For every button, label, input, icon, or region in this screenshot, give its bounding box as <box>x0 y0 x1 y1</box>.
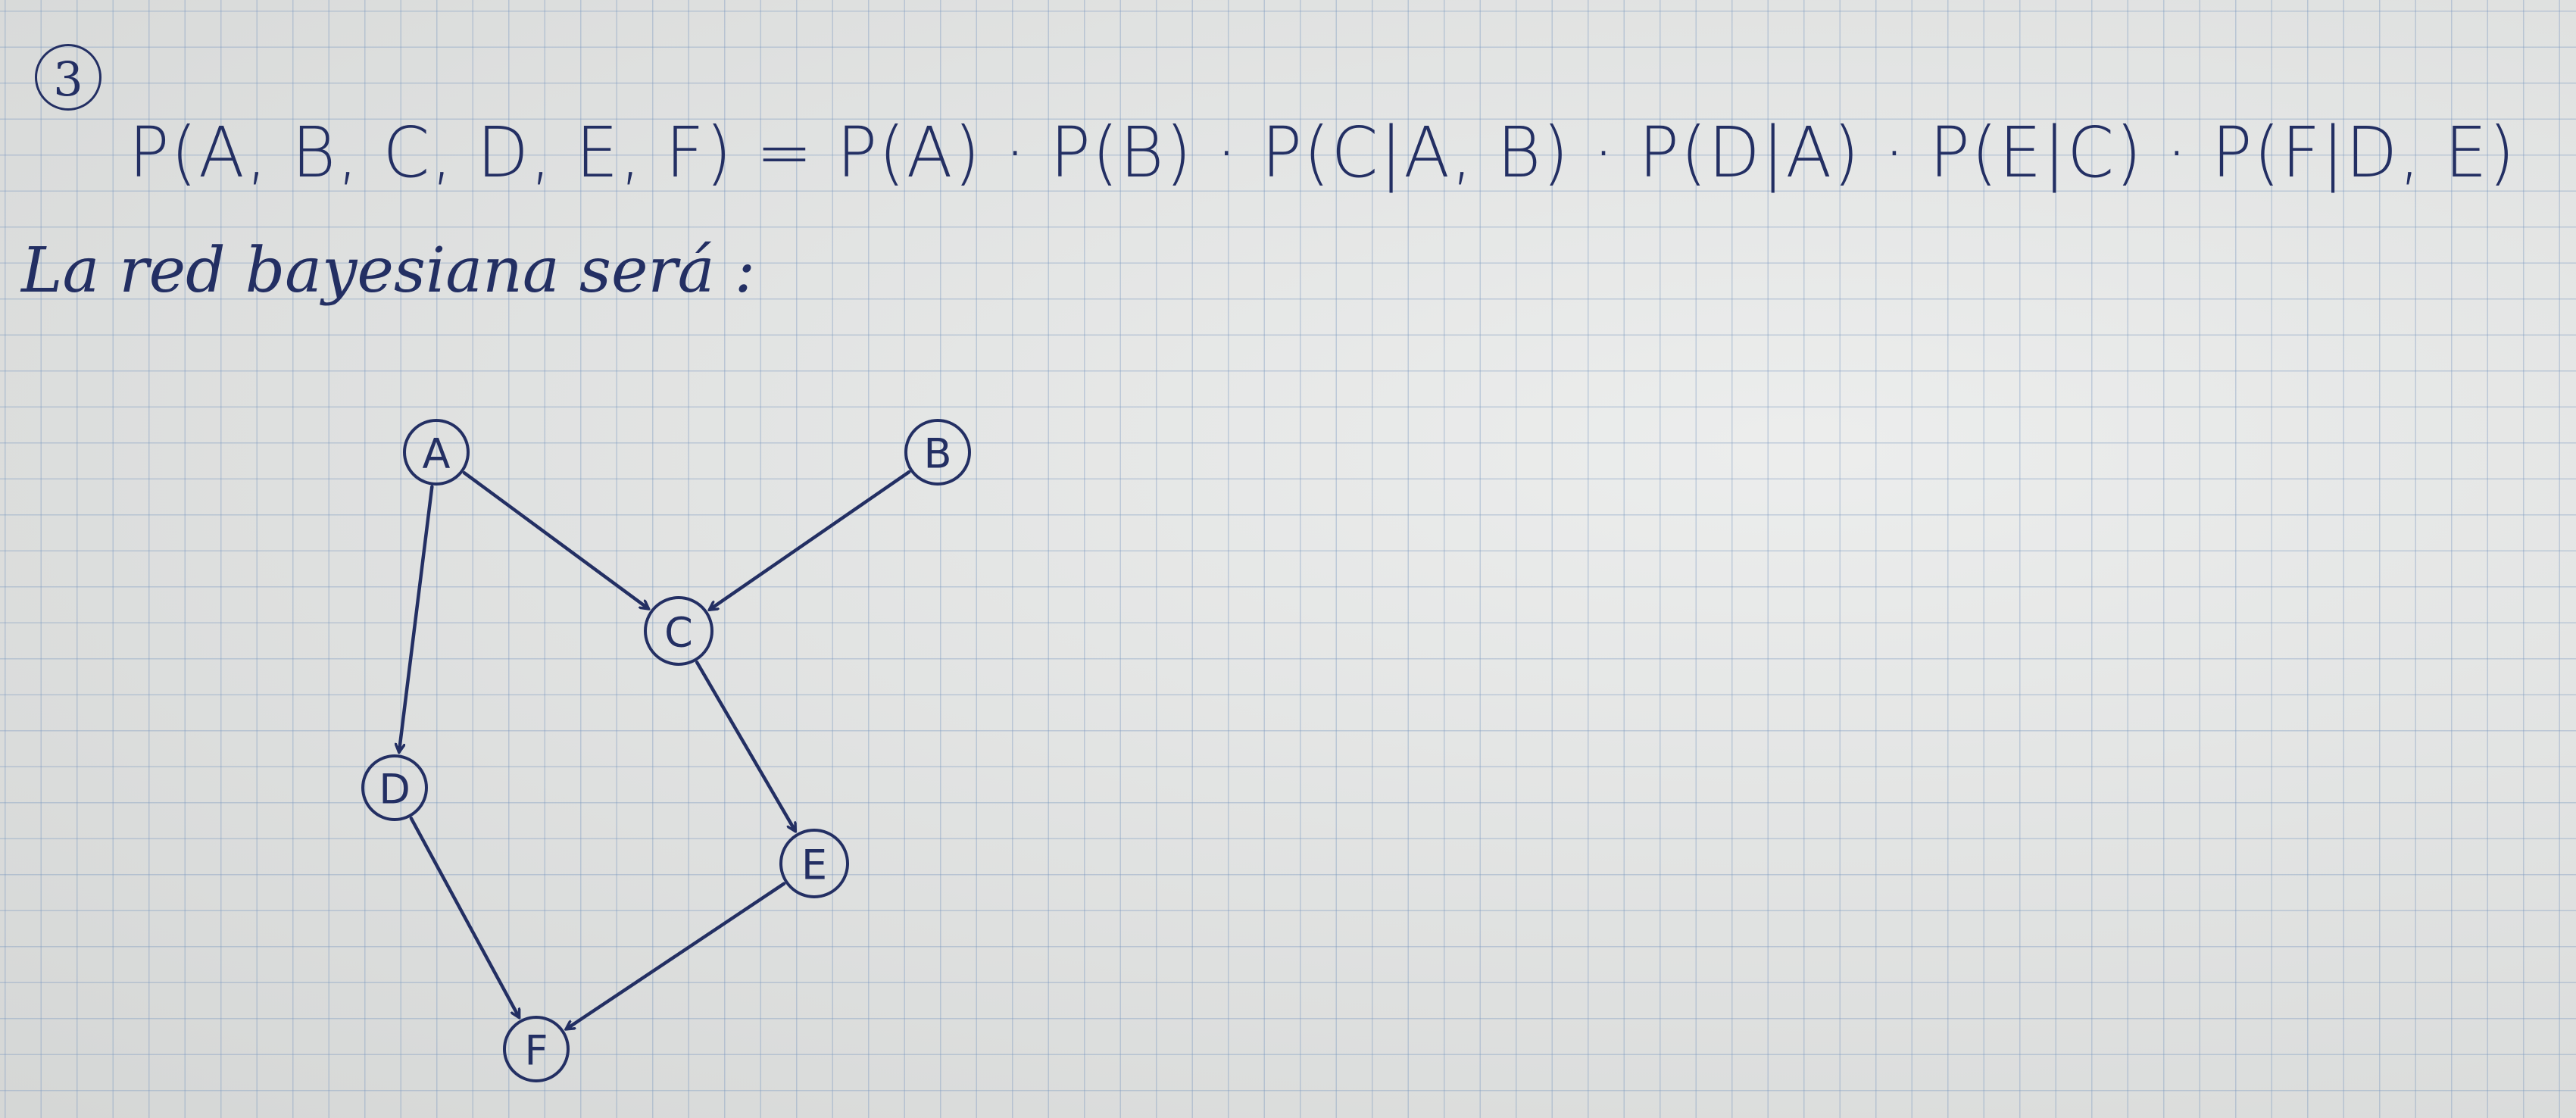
node-label: C <box>664 609 693 657</box>
edge-b-c <box>710 470 911 609</box>
problem-number: 3 <box>35 44 101 111</box>
edge-a-d <box>399 485 434 752</box>
joint-probability-formula: P(A, B, C, D, E, F) = P(A) · P(B) · P(C|… <box>129 112 2517 193</box>
node-label: F <box>524 1027 548 1075</box>
node-circle <box>403 419 470 486</box>
node-c: C <box>644 596 713 666</box>
edge-d-f <box>409 817 519 1017</box>
node-label: B <box>923 430 951 478</box>
caption-text: La red bayesiana será : <box>21 235 756 307</box>
node-a: A <box>403 419 470 486</box>
node-label: A <box>423 430 451 478</box>
node-d: D <box>361 754 428 821</box>
node-f: F <box>503 1016 570 1082</box>
edge-e-f <box>567 882 786 1029</box>
node-e: E <box>779 829 849 898</box>
node-label: E <box>801 842 827 889</box>
node-label: D <box>379 766 411 814</box>
node-circle <box>361 754 428 821</box>
node-circle <box>779 829 849 898</box>
edges <box>399 470 911 1029</box>
edge-a-c <box>462 471 648 608</box>
node-circle <box>503 1016 570 1082</box>
node-circle <box>904 419 971 486</box>
edge-c-e <box>695 660 795 830</box>
node-circle <box>644 596 713 666</box>
nodes: A B C D E F <box>361 419 971 1082</box>
node-b: B <box>904 419 971 486</box>
